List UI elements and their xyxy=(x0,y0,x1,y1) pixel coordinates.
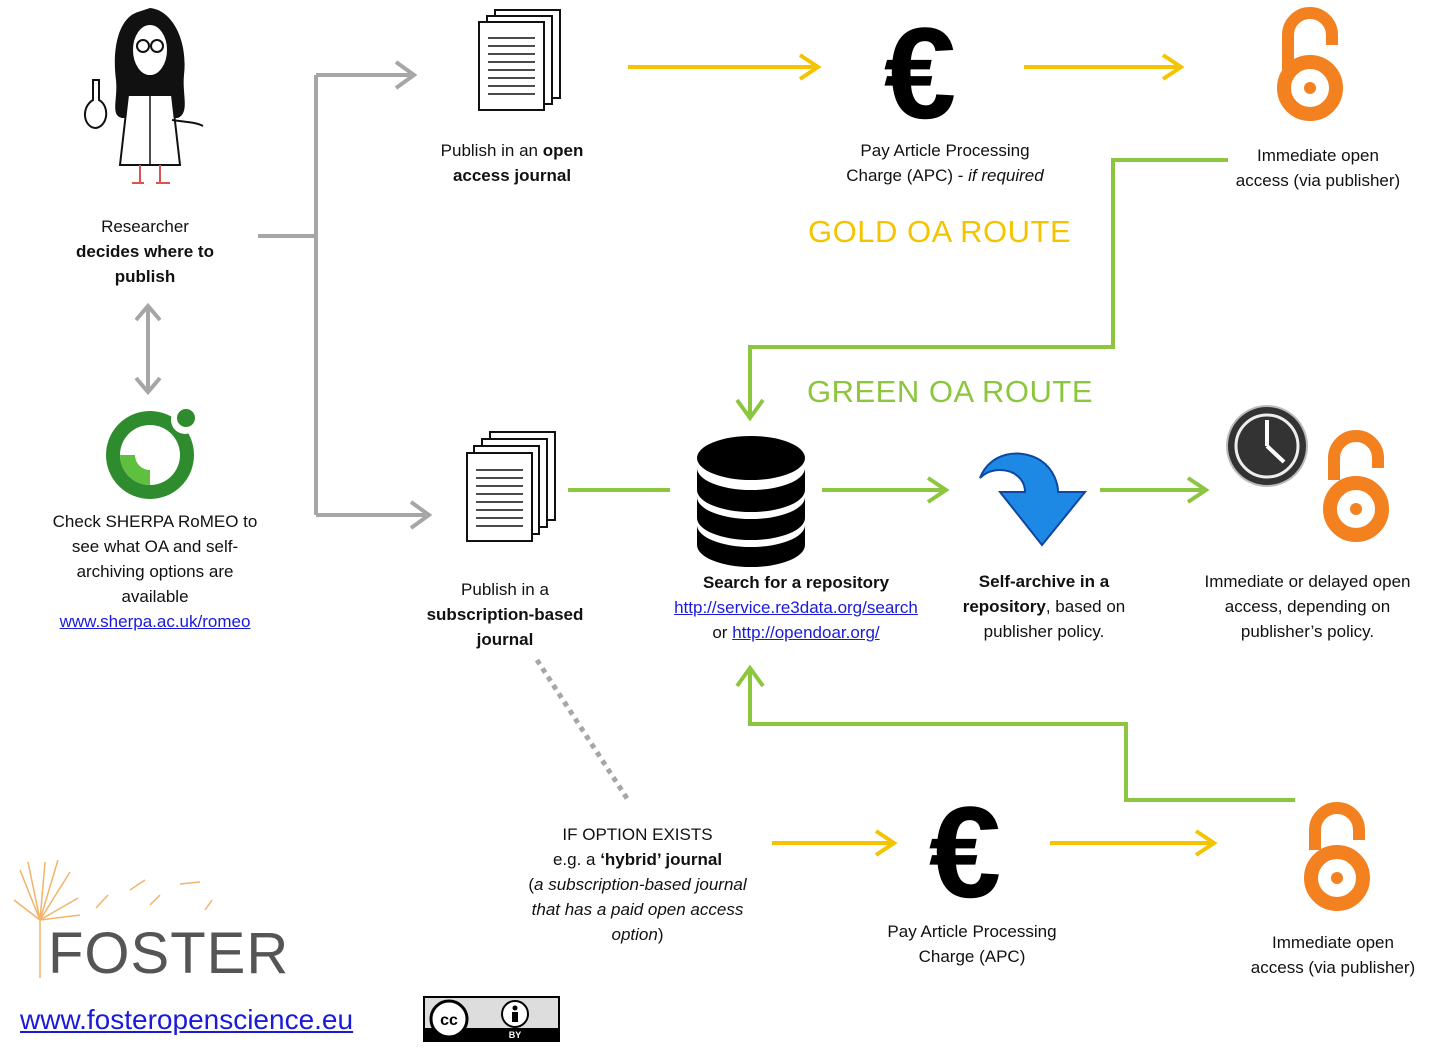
cc-by-icon: cc BY xyxy=(423,996,560,1042)
gold-arrows xyxy=(628,53,1218,857)
immediate-line: Immediate open xyxy=(1257,146,1379,165)
apc-line: Charge (APC) xyxy=(918,947,1026,966)
self-archive-label: Self-archive in a repository, based on p… xyxy=(944,569,1144,644)
hybrid-label: IF OPTION EXISTS e.g. a ‘hybrid’ journal… xyxy=(505,822,770,947)
apc-line: Charge (APC) - xyxy=(846,166,969,185)
researcher-line: decides where to xyxy=(76,242,214,261)
hybrid-italic: that has a paid open access xyxy=(531,900,744,919)
euro-icon: € xyxy=(884,0,956,146)
subscription-line: Publish in a xyxy=(461,580,549,599)
green-connectors xyxy=(568,158,1295,802)
grey-connectors xyxy=(134,60,433,530)
self-archive-bold: Self-archive in a xyxy=(978,572,1110,591)
immediate-gold-label: Immediate open access (via publisher) xyxy=(1208,143,1428,193)
researcher-line: Researcher xyxy=(101,217,189,236)
document-stack-icon xyxy=(466,431,556,542)
sherpa-line: archiving options are xyxy=(76,562,234,581)
apc-hybrid-label: Pay Article Processing Charge (APC) xyxy=(862,919,1082,969)
researcher-label: Researcher decides where to publish xyxy=(45,214,245,289)
sherpa-label: Check SHERPA RoMEO to see what OA and se… xyxy=(30,509,280,634)
apc-line: Pay Article Processing xyxy=(887,922,1057,941)
sherpa-line: available xyxy=(121,587,189,606)
hybrid-line: ) xyxy=(657,925,664,944)
apc-gold-label: Pay Article Processing Charge (APC) - if… xyxy=(815,138,1075,188)
download-arrow-icon xyxy=(979,452,1088,547)
romeo-logo-icon xyxy=(106,406,199,499)
database-icon xyxy=(697,436,805,567)
document-stack-icon xyxy=(478,9,561,111)
svg-text:BY: BY xyxy=(509,1030,522,1040)
open-access-icon xyxy=(1323,430,1389,542)
foster-dandelion-icon xyxy=(13,859,213,978)
foster-website-link[interactable]: www.fosteropenscience.eu xyxy=(20,1004,354,1035)
hybrid-bold: ‘hybrid’ journal xyxy=(600,850,723,869)
sherpa-line: see what OA and self- xyxy=(71,537,239,556)
oa-journal-bold: open xyxy=(542,141,584,160)
immediate-delayed-line: Immediate or delayed open xyxy=(1204,572,1411,591)
apc-line: Pay Article Processing xyxy=(860,141,1030,160)
subscription-line: subscription-based xyxy=(426,605,584,624)
self-archive-bold: repository xyxy=(962,597,1046,616)
hybrid-dotted-line xyxy=(534,658,631,802)
repository-or: or xyxy=(712,623,733,642)
oa-journal-text: Publish in an xyxy=(440,141,543,160)
immediate-delayed-line: access, depending on xyxy=(1224,597,1391,616)
subscription-journal-label: Publish in a subscription-based journal xyxy=(405,577,605,652)
repository-title: Search for a repository xyxy=(702,573,890,592)
self-archive-text: , based on xyxy=(1045,597,1126,616)
euro-icon: € xyxy=(929,779,1001,925)
sherpa-link[interactable]: www.sherpa.ac.uk/romeo xyxy=(59,612,251,631)
researcher-icon xyxy=(84,8,204,184)
subscription-line: journal xyxy=(476,630,534,649)
immediate-line: access (via publisher) xyxy=(1235,171,1401,190)
self-archive-text: publisher policy. xyxy=(983,622,1105,641)
researcher-line: publish xyxy=(114,267,176,286)
oa-journal-bold: access journal xyxy=(452,166,572,185)
open-access-icon xyxy=(1277,7,1343,121)
opendoar-link[interactable]: http://opendoar.org/ xyxy=(732,623,880,642)
hybrid-line: ( xyxy=(528,875,535,894)
immediate-delayed-label: Immediate or delayed open access, depend… xyxy=(1180,569,1435,644)
immediate-line: Immediate open xyxy=(1272,933,1394,952)
hybrid-line: e.g. a xyxy=(552,850,601,869)
hybrid-italic: a subscription-based journal xyxy=(534,875,747,894)
gold-route-label: GOLD OA ROUTE xyxy=(808,214,1072,249)
sherpa-line: Check SHERPA RoMEO to xyxy=(52,512,258,531)
re3data-link[interactable]: http://service.re3data.org/search xyxy=(674,598,918,617)
immediate-hybrid-label: Immediate open access (via publisher) xyxy=(1223,930,1443,980)
cc-by-graphic: cc BY xyxy=(425,999,558,1040)
green-route-label: GREEN OA ROUTE xyxy=(807,374,1094,409)
foster-logo-text: FOSTER xyxy=(48,921,290,986)
immediate-delayed-line: publisher’s policy. xyxy=(1240,622,1375,641)
hybrid-italic: option xyxy=(611,925,658,944)
oa-journal-label: Publish in an open access journal xyxy=(412,138,612,188)
immediate-line: access (via publisher) xyxy=(1250,958,1416,977)
svg-text:cc: cc xyxy=(440,1012,458,1029)
clock-icon xyxy=(1226,405,1308,487)
hybrid-line: IF OPTION EXISTS xyxy=(562,825,713,844)
open-access-icon xyxy=(1304,802,1370,911)
repository-label: Search for a repository http://service.r… xyxy=(640,570,952,645)
apc-italic: if required xyxy=(968,166,1044,185)
